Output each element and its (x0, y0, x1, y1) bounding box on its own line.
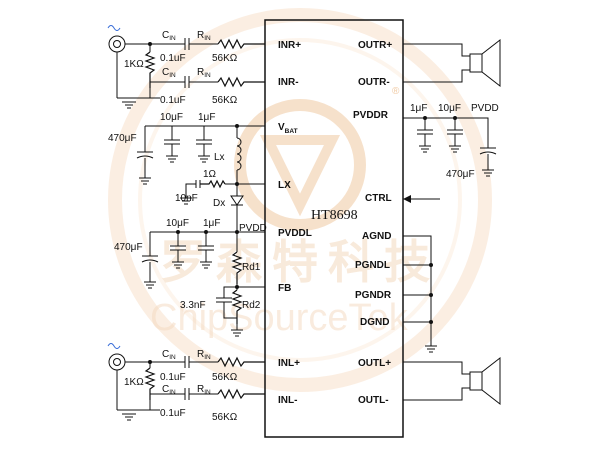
pin-pvddl: PVDDL (278, 228, 312, 239)
rin-value-l2: 56KΩ (212, 412, 238, 423)
rin-value-l1: 56KΩ (212, 372, 238, 383)
r-1k-l: 1KΩ (124, 377, 144, 388)
pin-vbat: VBAT (278, 122, 298, 135)
pin-lx: LX (278, 180, 291, 191)
r-1ohm: 1Ω (203, 169, 217, 180)
cin-label-r2: CIN (162, 67, 176, 79)
signal-source-icon (107, 25, 126, 53)
pin-inl-minus: INL- (278, 395, 297, 406)
inductor-lx-label: Lx (214, 152, 225, 163)
pin-inr-minus: INR- (278, 77, 299, 88)
right-input-network: CIN RIN 0.1uF 56KΩ 1KΩ CIN RIN 0.1uF 56K… (107, 25, 265, 109)
ic-body (264, 19, 404, 438)
pvdd-label-left: PVDD (239, 223, 267, 234)
rin-label-r2: RIN (197, 67, 211, 79)
cap-10uf-1: 10μF (160, 112, 183, 123)
watermark-logo (234, 99, 366, 231)
cap-10uf-2: 10μF (166, 218, 189, 229)
cap-470uf-right: 470μF (446, 169, 475, 180)
ground-network (403, 235, 437, 353)
watermark-english-text: ChipSourceTek (150, 297, 409, 339)
r-1k-r: 1KΩ (124, 59, 144, 70)
pin-pvddr: PVDDR (353, 110, 389, 121)
pin-inr-plus: INR+ (278, 40, 301, 51)
cap-1uf-1: 1μF (198, 112, 215, 123)
pin-inl-plus: INL+ (278, 358, 300, 369)
watermark: 罗森特科技 ChipSourceTek ® (108, 8, 492, 392)
boost-network: 470μF 10μF 1μF Lx 1Ω 10nF Dx PVDD (108, 112, 267, 234)
cin-value-l1: 0.1uF (160, 372, 186, 383)
rin-label-l2: RIN (197, 384, 211, 396)
pin-fb: FB (278, 283, 291, 294)
rd2-label: Rd2 (242, 300, 261, 311)
pvddl-network: 470μF 10μF 1μF Rd1 Rd2 3.3nF (114, 218, 265, 337)
speaker-r-icon (469, 38, 501, 88)
rin-value-r2: 56KΩ (212, 95, 238, 106)
watermark-registered-mark: ® (392, 86, 400, 97)
chip-name: HT8698 (311, 208, 358, 223)
cap-10nf: 10nF (175, 193, 198, 204)
pin-outl-plus: OUTL+ (358, 358, 391, 369)
pvdd-label-right: PVDD (471, 103, 499, 114)
rd1-label: Rd1 (242, 262, 261, 273)
cap-470uf-1: 470μF (108, 133, 137, 144)
cin-label-l1: CIN (162, 349, 176, 361)
cap-3n3: 3.3nF (180, 300, 206, 311)
pvddr-network: 1μF 10μF PVDD 470μF (403, 103, 499, 180)
pin-agnd: AGND (362, 231, 391, 242)
pin-pgndl: PGNDL (355, 260, 390, 271)
cin-label-l2: CIN (162, 384, 176, 396)
cin-value-r2: 0.1uF (160, 95, 186, 106)
rin-label-r1: RIN (197, 30, 211, 42)
speaker-l-network (403, 356, 501, 406)
pin-dgnd: DGND (360, 317, 389, 328)
pin-ctrl: CTRL (365, 193, 392, 204)
diode-dx-label: Dx (213, 198, 225, 209)
cap-470uf-2: 470μF (114, 242, 143, 253)
cin-value-l2: 0.1uF (160, 408, 186, 419)
pin-outr-minus: OUTR- (358, 77, 390, 88)
left-input-network: CIN RIN 0.1uF 56KΩ 1KΩ CIN RIN 0.1uF 56K… (107, 343, 265, 423)
cin-label-r1: CIN (162, 30, 176, 42)
ctrl-input (403, 195, 440, 203)
signal-source-icon (107, 343, 126, 371)
cin-value-r1: 0.1uF (160, 53, 186, 64)
arrow-left-icon (403, 195, 411, 203)
pin-pgndr: PGNDR (355, 290, 392, 301)
rin-value-r1: 56KΩ (212, 53, 238, 64)
rin-label-l1: RIN (197, 349, 211, 361)
speaker-l-icon (469, 356, 501, 406)
cap-1uf-2: 1μF (203, 218, 220, 229)
cap-10uf-right: 10μF (438, 103, 461, 114)
pin-outl-minus: OUTL- (358, 395, 389, 406)
pin-outr-plus: OUTR+ (358, 40, 392, 51)
cap-1uf-right: 1μF (410, 103, 427, 114)
speaker-r-network (403, 38, 501, 88)
